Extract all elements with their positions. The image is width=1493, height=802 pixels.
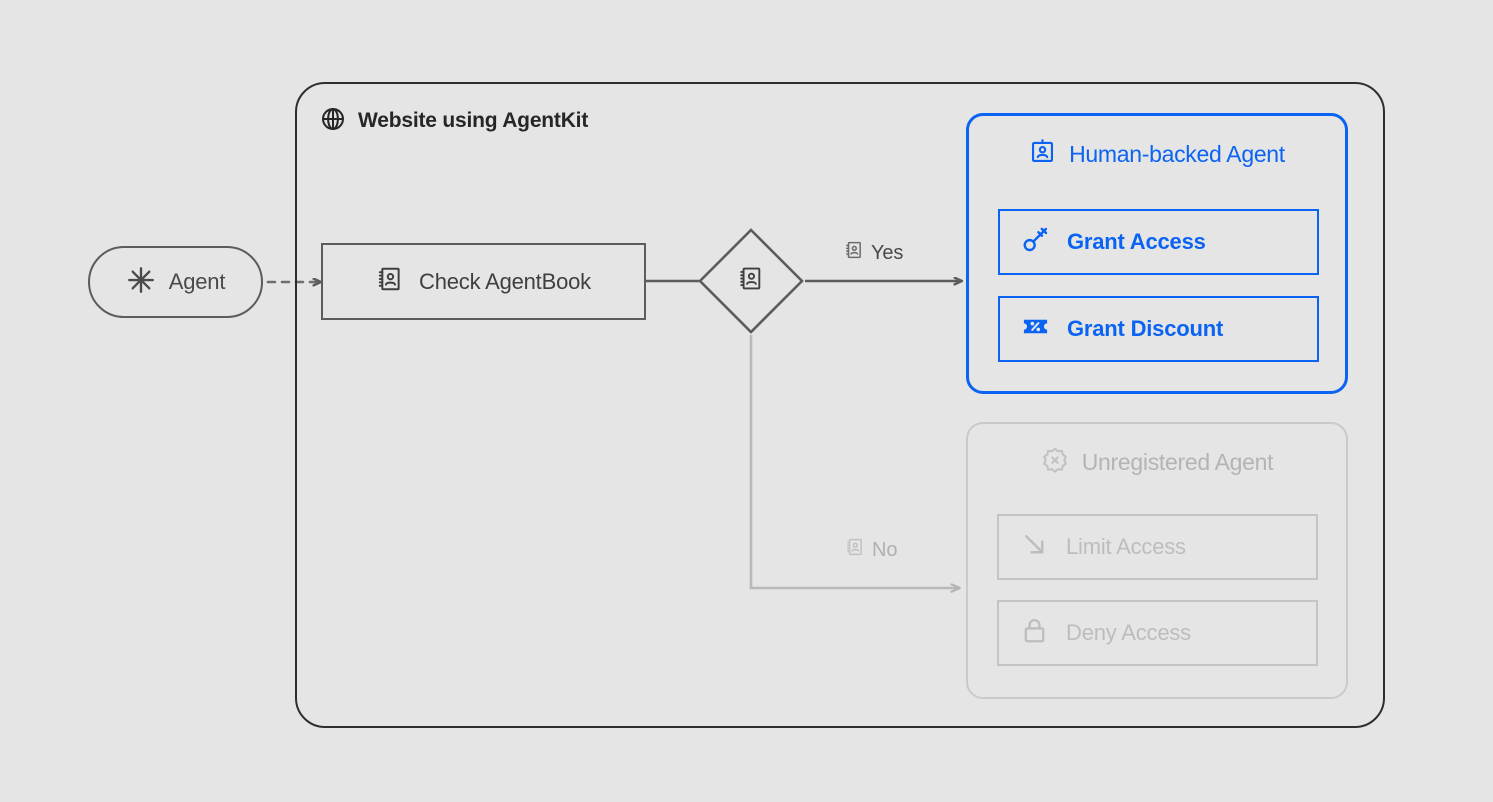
agentbook-contact-icon [845,537,865,563]
sparkle-asterisk-icon [126,265,156,300]
action-grant-access[interactable]: Grant Access [998,209,1319,275]
edge-label-no: No [845,537,897,563]
website-container [295,82,1385,728]
card-heading-unregistered-agent: Unregistered Agent [968,446,1346,479]
lock-icon [1020,616,1049,650]
action-label: Deny Access [1066,620,1191,645]
action-grant-discount[interactable]: Grant Discount [998,296,1319,362]
agent-label: Agent [168,269,226,294]
decision-node[interactable] [697,227,805,335]
key-icon [1021,225,1050,259]
outcome-card-human-backed-agent: Human-backed Agent Grant Access [966,113,1348,394]
agentbook-contact-icon [738,265,765,297]
globe-icon [320,106,346,137]
edge-label-yes: Yes [844,240,903,266]
check-agentbook-node[interactable]: Check AgentBook [321,243,646,320]
check-agentbook-label: Check AgentBook [419,268,591,294]
action-label: Grant Discount [1067,316,1224,341]
action-deny-access[interactable]: Deny Access [997,600,1318,666]
diamond-shape [698,228,804,334]
agentbook-contact-icon [844,240,864,266]
card-heading-label: Human-backed Agent [1069,140,1285,167]
card-heading-label: Unregistered Agent [1081,449,1274,475]
card-heading-human-backed-agent: Human-backed Agent [969,138,1345,170]
edge-label-no-text: No [872,538,898,561]
action-label: Limit Access [1066,534,1186,559]
website-title: Website using AgentKit [358,109,589,132]
edge-label-yes-text: Yes [871,241,904,264]
agentbook-contact-icon [376,265,404,298]
badge-x-icon [1041,446,1069,479]
website-header: Website using AgentKit [320,104,588,138]
action-limit-access[interactable]: Limit Access [997,514,1318,580]
ticket-percent-icon [1021,312,1050,346]
outcome-card-unregistered-agent: Unregistered Agent Limit Access Deny Acc… [966,422,1348,699]
arrow-down-right-icon [1020,530,1049,564]
id-badge-icon [1029,138,1056,170]
agent-node[interactable]: Agent [88,246,263,318]
action-label: Grant Access [1067,229,1206,254]
